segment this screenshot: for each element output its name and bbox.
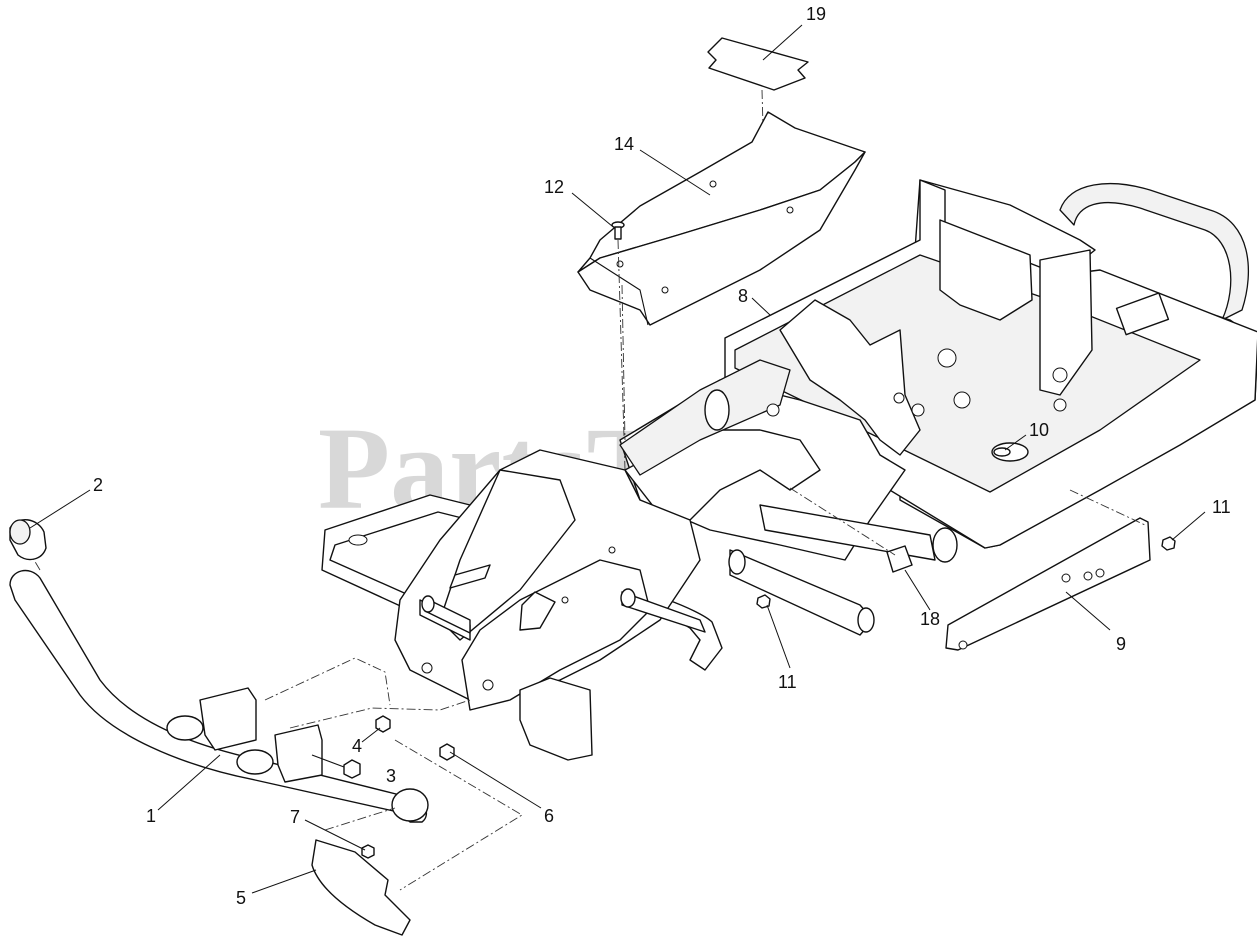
callout-labels: 19 14 12 8 10 11 9 11 18 2 1 4 3 6 7 5 xyxy=(93,4,1231,908)
part-12-screw[interactable] xyxy=(611,221,626,471)
callout-3: 3 xyxy=(386,766,396,786)
part-5-guard[interactable] xyxy=(311,839,411,936)
callout-9: 9 xyxy=(1116,634,1126,654)
assembly-lines xyxy=(264,284,626,891)
part-6-bolt[interactable] xyxy=(439,743,455,761)
part-2-cap[interactable] xyxy=(9,519,47,561)
part-8-main-frame[interactable] xyxy=(619,179,1257,563)
callout-11-right: 11 xyxy=(1212,497,1231,517)
leader-lines xyxy=(29,24,1206,894)
part-18-decal[interactable] xyxy=(789,487,913,573)
part-11-nut-right[interactable] xyxy=(1161,536,1176,551)
callout-4: 4 xyxy=(352,736,362,756)
callout-8: 8 xyxy=(738,286,748,306)
callout-1: 1 xyxy=(146,806,156,826)
callout-6: 6 xyxy=(544,806,554,826)
callout-10: 10 xyxy=(1029,420,1049,440)
part-10-grommet[interactable] xyxy=(993,447,1011,457)
callout-11-center: 11 xyxy=(778,672,797,692)
callout-2: 2 xyxy=(93,475,103,495)
part-7-screw[interactable] xyxy=(361,844,375,859)
part-14-cover[interactable] xyxy=(577,111,866,326)
callout-18: 18 xyxy=(920,609,940,629)
callout-7: 7 xyxy=(290,807,300,827)
callout-19: 19 xyxy=(806,4,826,24)
callout-5: 5 xyxy=(236,888,246,908)
front-frame-plates[interactable] xyxy=(394,449,701,761)
callout-12: 12 xyxy=(544,177,564,197)
part-9-side-plate[interactable] xyxy=(945,489,1151,651)
part-11-nut-center[interactable] xyxy=(756,594,771,609)
cross-tube[interactable] xyxy=(421,549,875,636)
part-3-bolt[interactable] xyxy=(311,754,361,779)
callout-14: 14 xyxy=(614,134,634,154)
part-1-tube[interactable] xyxy=(9,544,429,823)
